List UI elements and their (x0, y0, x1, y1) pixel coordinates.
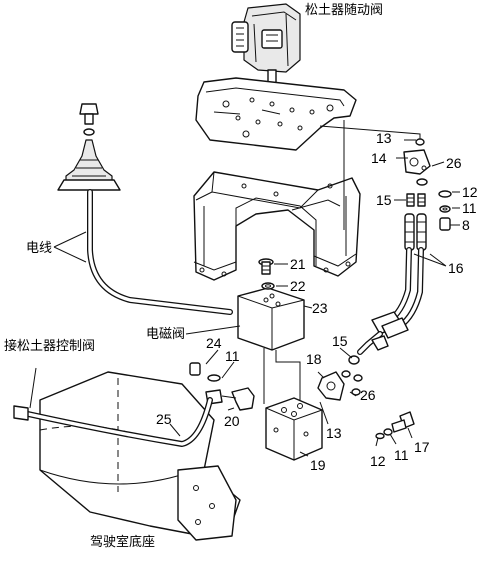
washer-11-top (439, 205, 451, 213)
callout-25: 25 (156, 411, 172, 427)
fitting-13-top (415, 138, 425, 146)
callout-26-lower: 26 (360, 387, 376, 403)
callout-26-top: 26 (446, 155, 462, 171)
cab-base-bracket (177, 465, 237, 541)
callout-15-lower: 15 (332, 333, 348, 349)
callout-12-top: 12 (462, 184, 478, 200)
fittings-15-lower (341, 355, 363, 382)
solenoid-valve-label: 电磁阀 (146, 327, 185, 342)
solenoid-valve (237, 287, 305, 351)
washer-12-lower (375, 432, 385, 440)
solenoid-pipes (263, 348, 301, 404)
callout-24: 24 (206, 335, 222, 351)
mounting-plate (195, 77, 357, 151)
hoses-16 (357, 213, 427, 355)
callout-11-left: 11 (225, 348, 240, 364)
bolt-8 (439, 217, 451, 231)
leader-lines (169, 139, 460, 457)
fitting-26-top (416, 178, 428, 186)
callout-11-lower: 11 (394, 447, 409, 463)
callout-17: 17 (414, 439, 430, 455)
cab-base-label: 驾驶室底座 (90, 534, 155, 550)
elbow-20 (205, 387, 255, 411)
joystick-lever (57, 103, 121, 191)
bracket-18 (317, 371, 345, 401)
hose-end-fitting (13, 405, 29, 421)
callout-20: 20 (224, 413, 240, 429)
callout-13-lower: 13 (326, 425, 342, 441)
callout-12-lower: 12 (370, 453, 386, 469)
washer-12-top (438, 190, 452, 198)
washer-22 (261, 282, 275, 290)
hose-25 (26, 398, 212, 446)
callout-21: 21 (290, 256, 306, 272)
washer-11-lower (383, 428, 393, 436)
callout-16: 16 (448, 260, 464, 276)
solenoid-leader (185, 325, 241, 335)
valve-block-19 (265, 397, 323, 461)
callout-23: 23 (312, 300, 328, 316)
fittings-15-top (406, 193, 426, 207)
fitting-26-lower (351, 388, 361, 396)
fitting-24 (189, 362, 201, 376)
control-valve-label: 接松土器控制阀 (4, 338, 95, 354)
bolt-21 (258, 258, 274, 275)
callout-14: 14 (371, 150, 387, 166)
control-valve-leader (29, 367, 37, 409)
callout-15-top: 15 (376, 192, 392, 208)
callout-18: 18 (306, 351, 322, 367)
electric-wire (88, 190, 232, 314)
wire-leader (53, 231, 87, 263)
follower-valve (231, 3, 301, 85)
washer-11-left (207, 374, 221, 382)
callout-13-top: 13 (376, 130, 392, 146)
callout-8: 8 (462, 217, 470, 233)
pedestal-frame (193, 171, 361, 281)
callout-22: 22 (290, 278, 306, 294)
follower-valve-label: 松土器随动阀 (305, 3, 383, 18)
bolt-17 (391, 411, 415, 433)
callout-11-top: 11 (462, 200, 477, 216)
wire-label: 电线 (26, 241, 52, 256)
bracket-14 (403, 149, 431, 175)
callout-19: 19 (310, 457, 326, 473)
